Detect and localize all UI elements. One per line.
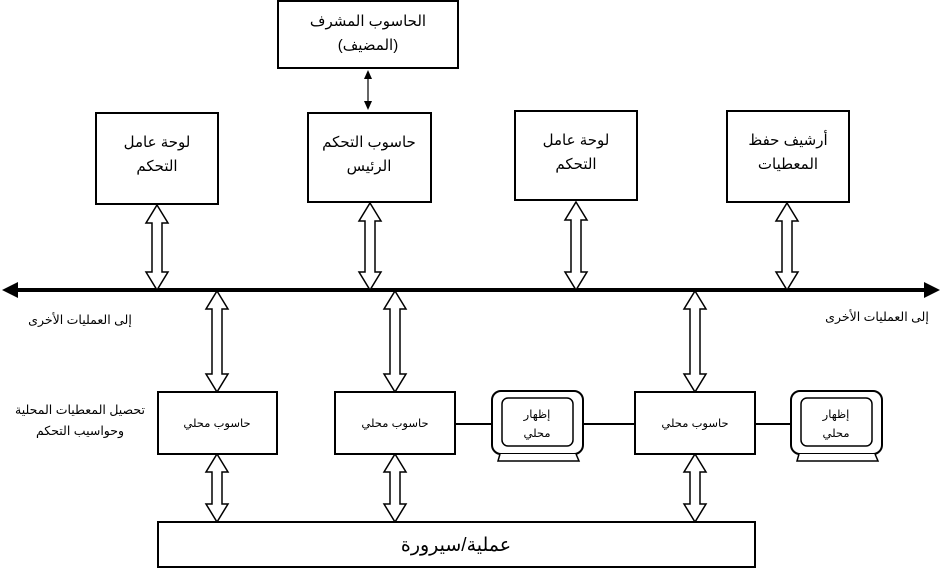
local-display-1: إظهار محلي: [491, 390, 584, 462]
arrow-local-computer-3-process: [682, 452, 708, 524]
local-display-2: إظهار محلي: [790, 390, 883, 462]
data-archive-line2: المعطيات: [758, 156, 818, 173]
control-panel-right-line2: التحكم: [555, 156, 596, 173]
process-box: عملية/سيرورة: [157, 521, 756, 568]
arrow-local-computer-2-process: [382, 452, 408, 524]
arrow-data-archive-bus: [774, 201, 800, 292]
control-panel-right-box: لوحة عامل التحكم: [514, 110, 638, 201]
local-computer-3-label: حاسوب محلي: [661, 418, 728, 431]
arrow-control-panel-right-bus: [563, 200, 589, 292]
local-computer-2-box: حاسوب محلي: [334, 391, 456, 455]
host-link-arrow: [364, 70, 372, 110]
local-computer-1-label: حاسوب محلي: [183, 418, 250, 431]
arrow-control-panel-left-bus: [144, 203, 170, 292]
control-panel-left-line1: لوحة عامل: [124, 134, 191, 151]
local-display-1-line1: إظهار: [523, 409, 551, 422]
local-acquisition-label-line2: وحواسيب التحكم: [36, 424, 124, 439]
arrow-local-computer-1-process: [204, 452, 230, 524]
local-computer-2-label: حاسوب محلي: [361, 418, 428, 431]
control-panel-right-line1: لوحة عامل: [543, 132, 610, 149]
arrow-main-control-bus: [357, 201, 383, 292]
other-processes-left-label: إلى العمليات الأخرى: [28, 312, 132, 328]
local-display-1-line2: محلي: [524, 428, 551, 440]
local-computer-1-box: حاسوب محلي: [157, 391, 278, 455]
bus-arrowhead-left: [2, 282, 18, 298]
arrow-bus-local-computer-2: [382, 289, 408, 394]
arrow-bus-local-computer-3: [682, 289, 708, 394]
other-processes-right-label: إلى العمليات الأخرى: [825, 309, 929, 325]
control-panel-left-box: لوحة عامل التحكم: [95, 112, 219, 205]
main-control-computer-line2: الرئيس: [347, 158, 392, 175]
bus-arrowhead-right: [924, 282, 940, 298]
data-archive-line1: أرشيف حفظ: [748, 130, 827, 149]
local-display-2-line1: إظهار: [822, 409, 850, 422]
local-computer-3-box: حاسوب محلي: [634, 391, 756, 455]
host-computer-line2: (المضيف): [338, 37, 398, 54]
host-computer-line1: الحاسوب المشرف: [310, 13, 426, 30]
process-label: عملية/سيرورة: [401, 535, 511, 556]
arrow-bus-local-computer-1: [204, 289, 230, 394]
local-acquisition-label-line1: تحصيل المعطيات المحلية: [15, 403, 145, 417]
local-display-2-line2: محلي: [823, 428, 850, 440]
main-control-computer-line1: حاسوب التحكم: [322, 134, 416, 151]
host-computer-box: الحاسوب المشرف (المضيف): [277, 0, 459, 69]
data-bus: [2, 282, 940, 298]
data-archive-box: أرشيف حفظ المعطيات: [726, 110, 850, 203]
main-control-computer-box: حاسوب التحكم الرئيس: [307, 112, 432, 203]
control-panel-left-line2: التحكم: [136, 158, 177, 175]
